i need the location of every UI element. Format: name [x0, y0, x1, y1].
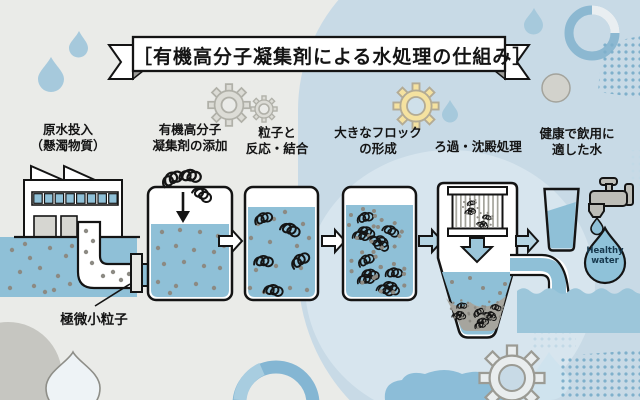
sediment	[446, 296, 506, 331]
tank-polymer-addition	[146, 167, 234, 302]
pipe-particles	[83, 228, 138, 283]
halftone-dots-icon	[560, 350, 640, 400]
down-arrow-icon	[176, 211, 190, 223]
step-label-raw-water: 原水投入 （懸濁物質）	[30, 122, 106, 153]
halftone-dots-icon	[598, 36, 640, 98]
block-arrow-icon	[321, 227, 347, 255]
step-label-polymer-addition: 有機高分子 凝集剤の添加	[152, 122, 228, 153]
gray-blob	[0, 322, 62, 400]
water-drop-icon	[528, 352, 570, 400]
decorations	[0, 5, 640, 400]
tank-floc-formation	[341, 185, 418, 302]
settling-tank	[436, 181, 519, 339]
particles	[7, 241, 75, 295]
step-label-reaction: 粒子と 反応・結合	[245, 125, 309, 156]
block-arrow-icon	[515, 227, 540, 255]
healthy-water-label: Healthy water	[586, 246, 624, 267]
particle-annotation: 極微小粒子	[60, 312, 128, 328]
filter-screen-icon	[447, 186, 508, 237]
halftone-dots-icon	[532, 328, 576, 350]
block-arrow-icon	[218, 227, 244, 255]
water-drop-icon	[69, 31, 88, 58]
cloud-blob	[384, 370, 507, 400]
step-label-floc-formation: 大きなフロック の形成	[334, 125, 422, 156]
dot-circle	[541, 73, 571, 103]
water-drop-icon	[590, 216, 604, 236]
factory-windows	[31, 191, 119, 206]
factory-doors	[33, 215, 78, 238]
water-glass-icon	[543, 187, 580, 252]
factory-icon	[0, 164, 151, 307]
ring-icon	[232, 360, 320, 400]
step-label-filtration: ろ過・沈殿処理	[434, 139, 522, 154]
title-ribbon	[107, 35, 531, 81]
step-label-drinkable: 健康で飲用に 適した水	[539, 126, 615, 157]
clean-water-pool	[517, 288, 640, 333]
water-drop-icon	[524, 8, 543, 35]
water-drop-icon	[442, 100, 458, 123]
faucet-icon	[588, 177, 634, 218]
tank-reaction	[243, 185, 320, 302]
water-drop-icon	[38, 57, 64, 92]
particle-pointer-line	[94, 283, 131, 307]
halftone-dots-icon	[628, 150, 640, 186]
down-arrow-icon	[459, 237, 495, 264]
page-title: ［有機高分子凝集剤による水処理の仕組み］	[133, 46, 533, 68]
water-drop-icon	[45, 350, 101, 400]
healthy-water-drop	[583, 225, 627, 285]
pipe-flange	[130, 253, 143, 293]
